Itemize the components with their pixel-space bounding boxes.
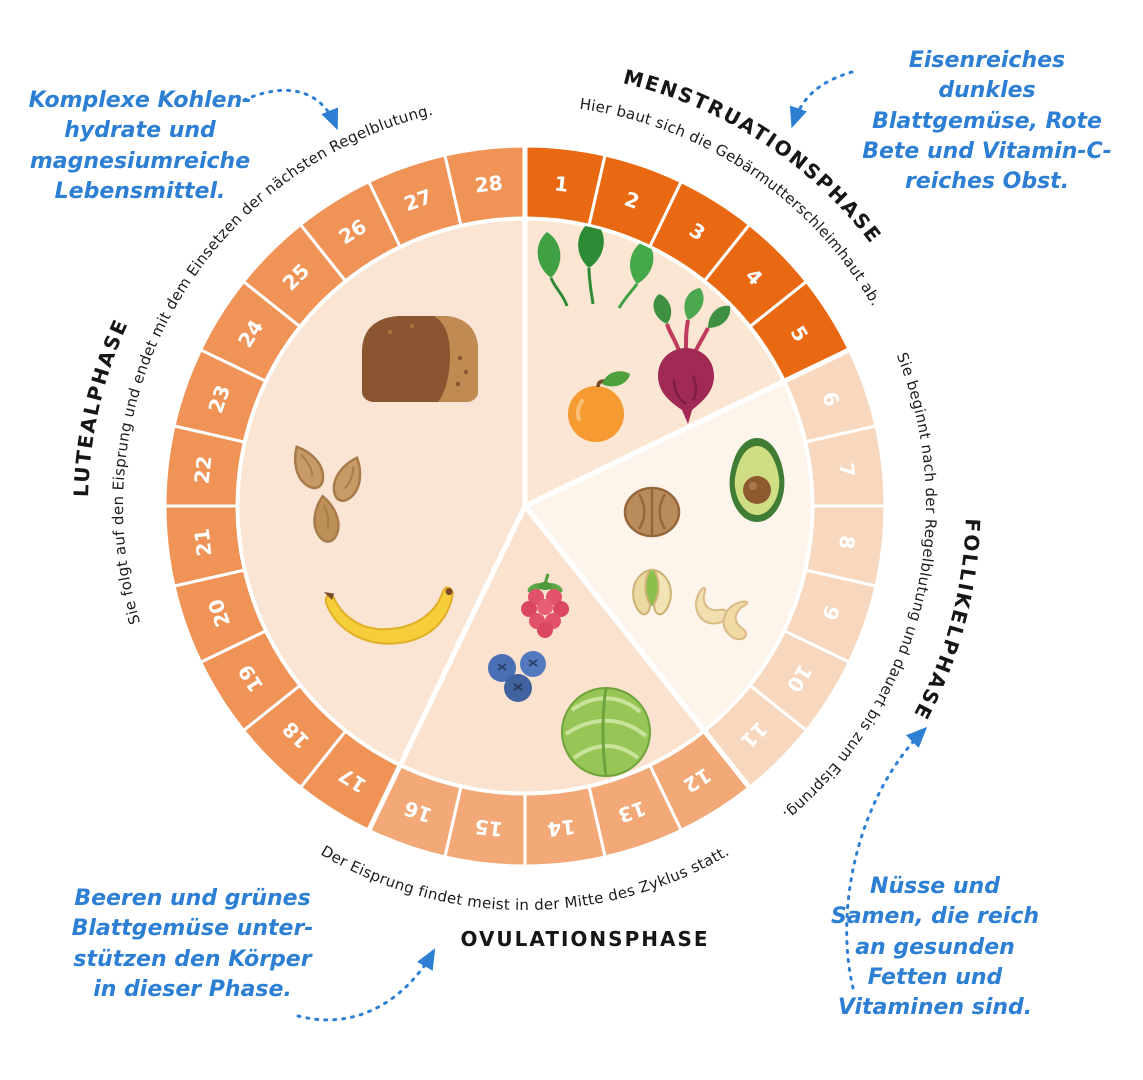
- day-number: 1: [553, 171, 570, 196]
- banana-icon: [323, 586, 454, 645]
- arrow-berries-greens: [296, 948, 436, 1022]
- annotation-nuts-seeds: Nüsse und Samen, die reich an gesunden F…: [820, 872, 1050, 1024]
- annotation-line: Bete und Vitamin-C-: [862, 139, 1112, 165]
- annotation-line: hydrate und: [64, 118, 216, 144]
- beetroot-icon: [653, 288, 731, 424]
- blueberries-icon: [488, 651, 546, 702]
- annotation-line: magnesiumreiche: [29, 148, 251, 174]
- annotation-line: Samen, die reich: [830, 904, 1040, 930]
- annotation-iron-rich: Eisenreiches dunkles Blattgemüse, Rote B…: [862, 46, 1112, 198]
- annotation-line: Fetten und: [867, 965, 1003, 991]
- day-ring: 1234567891011121314151617181920212223242…: [163, 144, 887, 868]
- annotation-line: Nüsse und: [870, 874, 1000, 899]
- walnut-icon: [623, 486, 681, 538]
- day-number: 8: [834, 534, 859, 551]
- cabbage-icon: [561, 687, 651, 777]
- annotation-line: Blattgemüse unter-: [71, 916, 314, 942]
- day-number: 28: [474, 171, 504, 198]
- avocado-icon: [729, 438, 785, 522]
- cashew-icon: [695, 586, 749, 641]
- day-number: 14: [546, 814, 576, 841]
- annotation-berries-greens: Beeren und grünes Blattgemüse unter- stü…: [60, 884, 325, 1005]
- annotation-line: in dieser Phase.: [93, 977, 292, 1003]
- annotation-line: stützen den Körper: [73, 946, 312, 972]
- phase-divider: [366, 504, 528, 833]
- annotation-line: Vitaminen sind.: [837, 995, 1033, 1021]
- annotation-line: an gesunden: [855, 934, 1015, 960]
- day-number: 22: [190, 455, 217, 485]
- arrow-iron-rich: [789, 70, 854, 129]
- annotation-line: Beeren und grünes: [74, 886, 311, 911]
- phase-name-ovulation: OVULATIONSPHASE: [460, 927, 709, 951]
- orange-icon: [568, 371, 630, 442]
- day-number: 15: [474, 814, 504, 841]
- day-number: 21: [190, 527, 217, 557]
- pistachio-icon: [632, 568, 672, 616]
- day-number: 7: [834, 461, 859, 478]
- raspberry-icon: [521, 573, 569, 638]
- annotation-line: Blattgemüse, Rote: [872, 108, 1102, 134]
- food-illustrations: [293, 220, 785, 777]
- phase-divider: [523, 504, 753, 790]
- bread-icon: [362, 316, 478, 402]
- arrow-nuts-seeds: [845, 726, 928, 990]
- annotation-line: Lebensmittel.: [54, 179, 226, 205]
- annotation-complex-carbs: Komplexe Kohlen- hydrate und magnesiumre…: [20, 86, 260, 207]
- annotation-arrows: [242, 70, 928, 1022]
- annotation-line: Komplexe Kohlen-: [28, 88, 252, 113]
- almonds-icon: [293, 445, 362, 543]
- annotation-line: reiches Obst.: [904, 169, 1070, 195]
- annotation-line: Eisenreiches dunkles: [908, 48, 1066, 104]
- phase-divider: [523, 347, 852, 509]
- spinach-icon: [537, 220, 654, 309]
